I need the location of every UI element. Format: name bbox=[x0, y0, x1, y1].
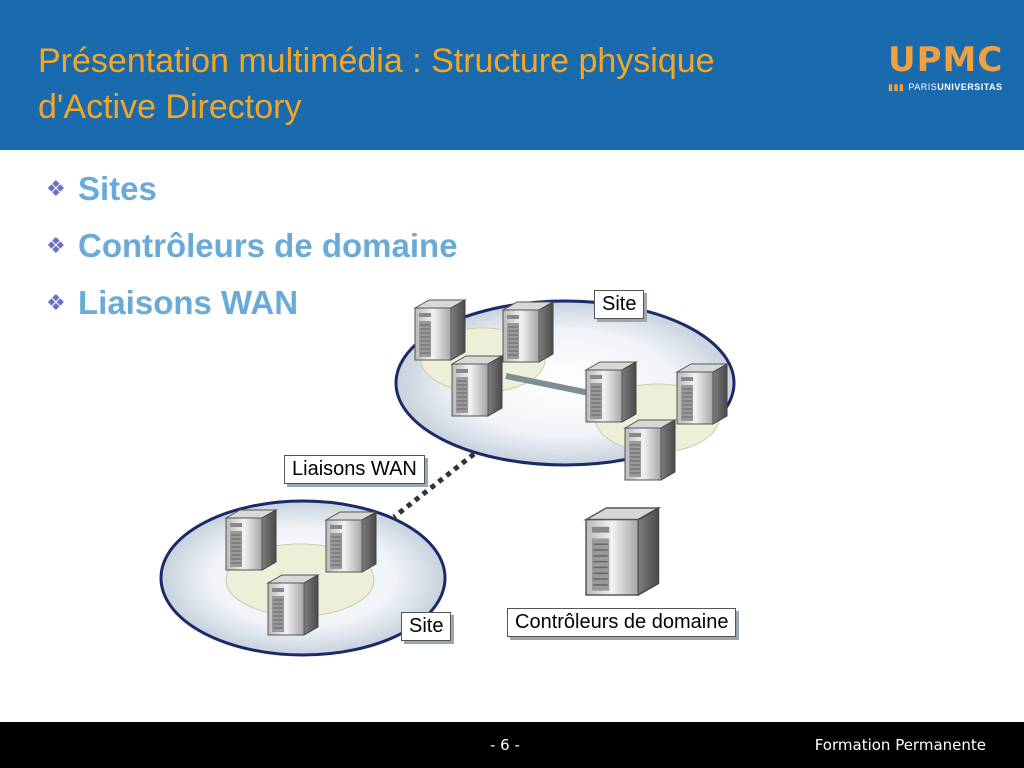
bullet-text: Sites bbox=[78, 169, 157, 207]
domain-controller-label: Contrôleurs de domaine bbox=[507, 608, 737, 637]
server-icon bbox=[267, 574, 319, 636]
bullet-list: ❖ Sites ❖ Contrôleurs de domaine ❖ Liais… bbox=[46, 160, 458, 331]
server-icon bbox=[502, 301, 554, 363]
domain-controller bbox=[585, 507, 660, 596]
bullet-text: Liaisons WAN bbox=[78, 283, 299, 321]
bullet-item: ❖ Liaisons WAN bbox=[46, 274, 458, 331]
server-icon bbox=[451, 355, 503, 417]
slide-title-line2: d'Active Directory bbox=[38, 88, 302, 126]
diamond-bullet-icon: ❖ bbox=[46, 232, 66, 258]
logo-subtitle: ▮▮▮PARISUNIVERSITAS bbox=[888, 82, 1020, 93]
logo-bars-icon: ▮▮▮ bbox=[888, 82, 905, 92]
bullet-item: ❖ Contrôleurs de domaine bbox=[46, 217, 458, 274]
diamond-bullet-icon: ❖ bbox=[46, 175, 66, 201]
wan-link bbox=[392, 452, 476, 519]
bullet-text: Contrôleurs de domaine bbox=[78, 226, 458, 264]
site-label-bottom: Site bbox=[401, 612, 452, 641]
diamond-bullet-icon: ❖ bbox=[46, 289, 66, 315]
server-icon bbox=[624, 419, 676, 481]
site-label-top: Site bbox=[594, 290, 645, 319]
bullet-item: ❖ Sites bbox=[46, 160, 458, 217]
server-icon bbox=[585, 507, 660, 596]
site-top bbox=[394, 299, 736, 481]
wan-label: Liaisons WAN bbox=[284, 455, 425, 484]
slide-footer: - 6 - Formation Permanente bbox=[0, 722, 1024, 768]
server-icon bbox=[585, 361, 637, 423]
page-number: - 6 - bbox=[490, 736, 520, 754]
logo-sub-left: PARIS bbox=[908, 82, 938, 92]
slide-title: Présentation multimédia : Structure phys… bbox=[38, 38, 858, 130]
logo-text: UPMC bbox=[888, 40, 1004, 80]
server-icon bbox=[325, 511, 377, 573]
server-icon bbox=[225, 509, 277, 571]
slide-header: Présentation multimédia : Structure phys… bbox=[0, 0, 1024, 150]
server-icon bbox=[676, 363, 728, 425]
upmc-logo: UPMC ▮▮▮PARISUNIVERSITAS bbox=[888, 40, 1020, 100]
slide-title-line1: Présentation multimédia : Structure phys… bbox=[38, 42, 715, 80]
site-bottom bbox=[159, 499, 447, 657]
server-icon bbox=[414, 299, 466, 361]
footer-text: Formation Permanente bbox=[814, 736, 986, 754]
logo-sub-right: UNIVERSITAS bbox=[937, 82, 1003, 92]
